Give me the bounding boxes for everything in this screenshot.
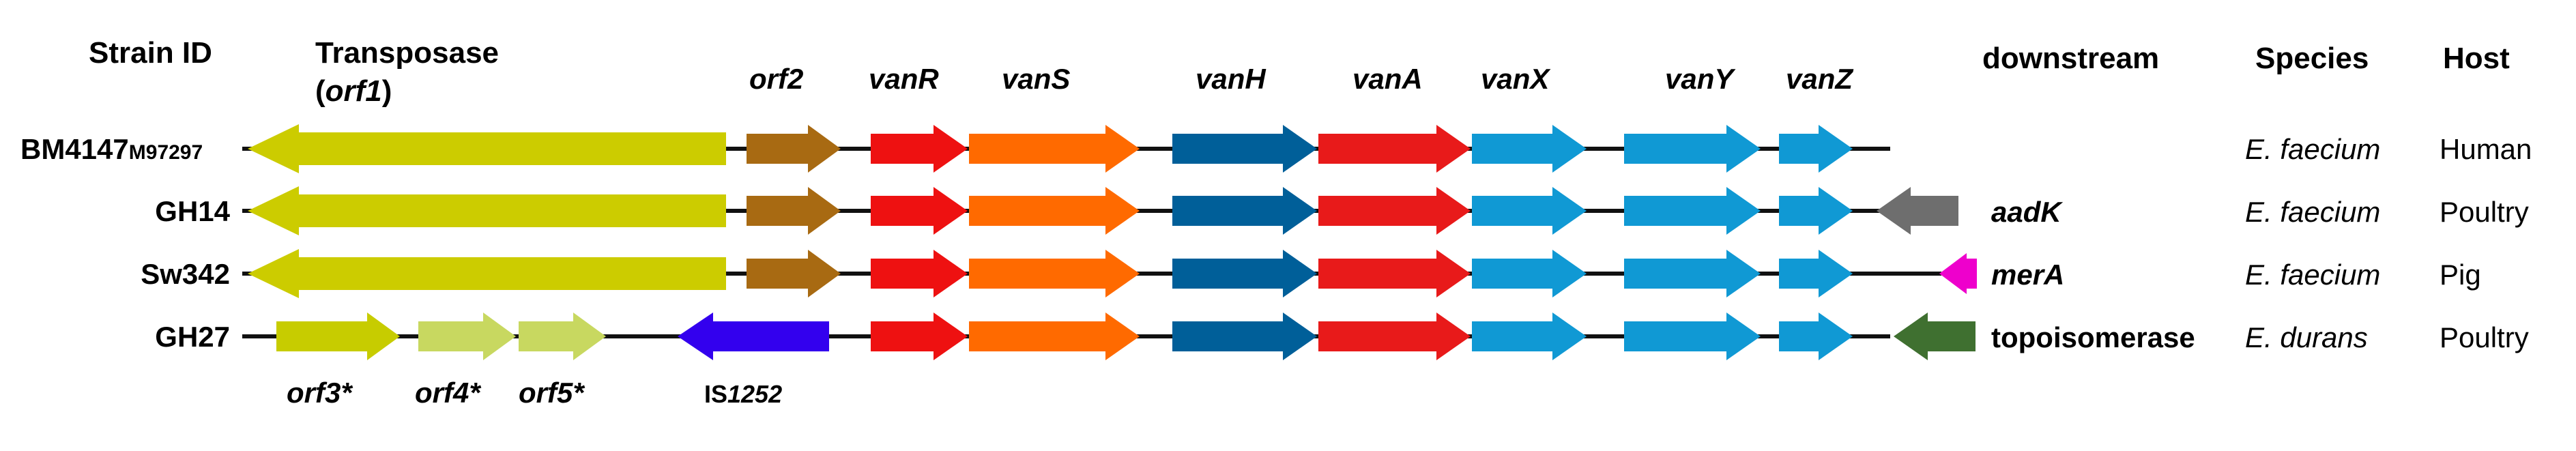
topoisomerase-arrow: [1894, 312, 1976, 360]
vanZ-label: vanZ: [1786, 63, 1853, 95]
transposase-orf1-name: orf1: [325, 74, 382, 108]
is1252-prefix: IS: [704, 380, 727, 408]
vanX-arrow-row4: [1472, 312, 1587, 360]
row-strain-sw342: Sw342: [141, 258, 230, 290]
orf4-arrow: [418, 312, 516, 360]
orf2-arrow-row2: [747, 187, 841, 235]
vanY-arrow-row4: [1624, 312, 1761, 360]
orf5-arrow: [519, 312, 606, 360]
transposase-orf1-arrow-row3: [248, 249, 726, 298]
vanH-arrow-row2: [1172, 187, 1317, 235]
transposase-header: Transposase: [315, 36, 499, 70]
orf3-label: orf3*: [287, 377, 353, 409]
row-strain-bm4147: BM4147M97297: [20, 133, 203, 165]
vanR-arrow-row2: [871, 187, 968, 235]
vanR-arrow-row3: [871, 250, 968, 297]
is1252-arrow: [678, 312, 829, 360]
orf3-arrow: [276, 312, 400, 360]
downstream-topoisomerase: topoisomerase: [1991, 321, 2195, 353]
is1252-number: 1252: [727, 380, 782, 408]
row-strain-gh14: GH14: [155, 195, 230, 227]
vanR-label: vanR: [869, 63, 939, 95]
vanX-arrow-row2: [1472, 187, 1587, 235]
host-row2: Poultry: [2440, 196, 2529, 228]
orf2-arrow-row1: [747, 125, 841, 173]
downstream-merA: merA: [1991, 259, 2064, 291]
vanR-arrow-row1: [871, 125, 968, 173]
transposase-orf1-arrow-row2: [248, 186, 726, 235]
vanS-arrow-row4: [969, 312, 1140, 360]
transposase-paren-close: ): [382, 74, 392, 108]
orf2-arrow-row3: [747, 250, 841, 297]
vanZ-arrow-row2: [1779, 187, 1853, 235]
is1252-label: IS1252: [704, 380, 782, 408]
orf4-label: orf4*: [415, 377, 481, 409]
vanR-arrow-row4: [871, 312, 968, 360]
vanA-label: vanA: [1352, 63, 1423, 95]
vanS-arrow-row1: [969, 125, 1140, 173]
species-header: Species: [2255, 42, 2369, 75]
downstream-header: downstream: [1982, 42, 2159, 75]
host-header: Host: [2443, 42, 2510, 75]
strain-bm4147-accession: M97297: [129, 141, 203, 164]
vanS-arrow-row2: [969, 187, 1140, 235]
vanX-arrow-row1: [1472, 125, 1587, 173]
vanA-arrow-row3: [1318, 250, 1471, 297]
vanZ-arrow-row3: [1779, 250, 1853, 297]
vanS-arrow-row3: [969, 250, 1140, 297]
transposase-orf1-arrow-row1: [248, 124, 726, 173]
merA-arrow: [1939, 253, 1977, 294]
host-row4: Poultry: [2440, 321, 2529, 353]
transposase-paren-open: (: [315, 74, 325, 108]
vanX-label: vanX: [1481, 63, 1551, 95]
host-row1: Human: [2440, 133, 2532, 165]
vanS-label: vanS: [1002, 63, 1070, 95]
strain-bm4147-name: BM4147: [20, 133, 129, 165]
vanZ-arrow-row1: [1779, 125, 1853, 173]
aadK-arrow: [1877, 187, 1958, 235]
species-row2: E. faecium: [2245, 196, 2380, 228]
vanX-arrow-row3: [1472, 250, 1587, 297]
vanY-arrow-row1: [1624, 125, 1761, 173]
row-strain-gh27: GH27: [155, 321, 230, 353]
vanA-arrow-row4: [1318, 312, 1471, 360]
vanH-arrow-row4: [1172, 312, 1317, 360]
vanZ-arrow-row4: [1779, 312, 1853, 360]
species-row3: E. faecium: [2245, 259, 2380, 291]
species-row1: E. faecium: [2245, 133, 2380, 165]
vanA-arrow-row1: [1318, 125, 1471, 173]
vanA-arrow-row2: [1318, 187, 1471, 235]
vanY-label: vanY: [1665, 63, 1736, 95]
vanY-arrow-row2: [1624, 187, 1761, 235]
downstream-aadK: aadK: [1991, 196, 2063, 228]
transposase-orf1-header: (orf1): [315, 74, 392, 108]
species-row4: E. durans: [2245, 321, 2368, 353]
orf2-label: orf2: [749, 63, 803, 95]
orf5-label: orf5*: [519, 377, 585, 409]
host-row3: Pig: [2440, 259, 2481, 291]
strain-id-header: Strain ID: [89, 36, 212, 70]
vanH-arrow-row3: [1172, 250, 1317, 297]
vanY-arrow-row3: [1624, 250, 1761, 297]
vanH-label: vanH: [1196, 63, 1267, 95]
vanH-arrow-row1: [1172, 125, 1317, 173]
